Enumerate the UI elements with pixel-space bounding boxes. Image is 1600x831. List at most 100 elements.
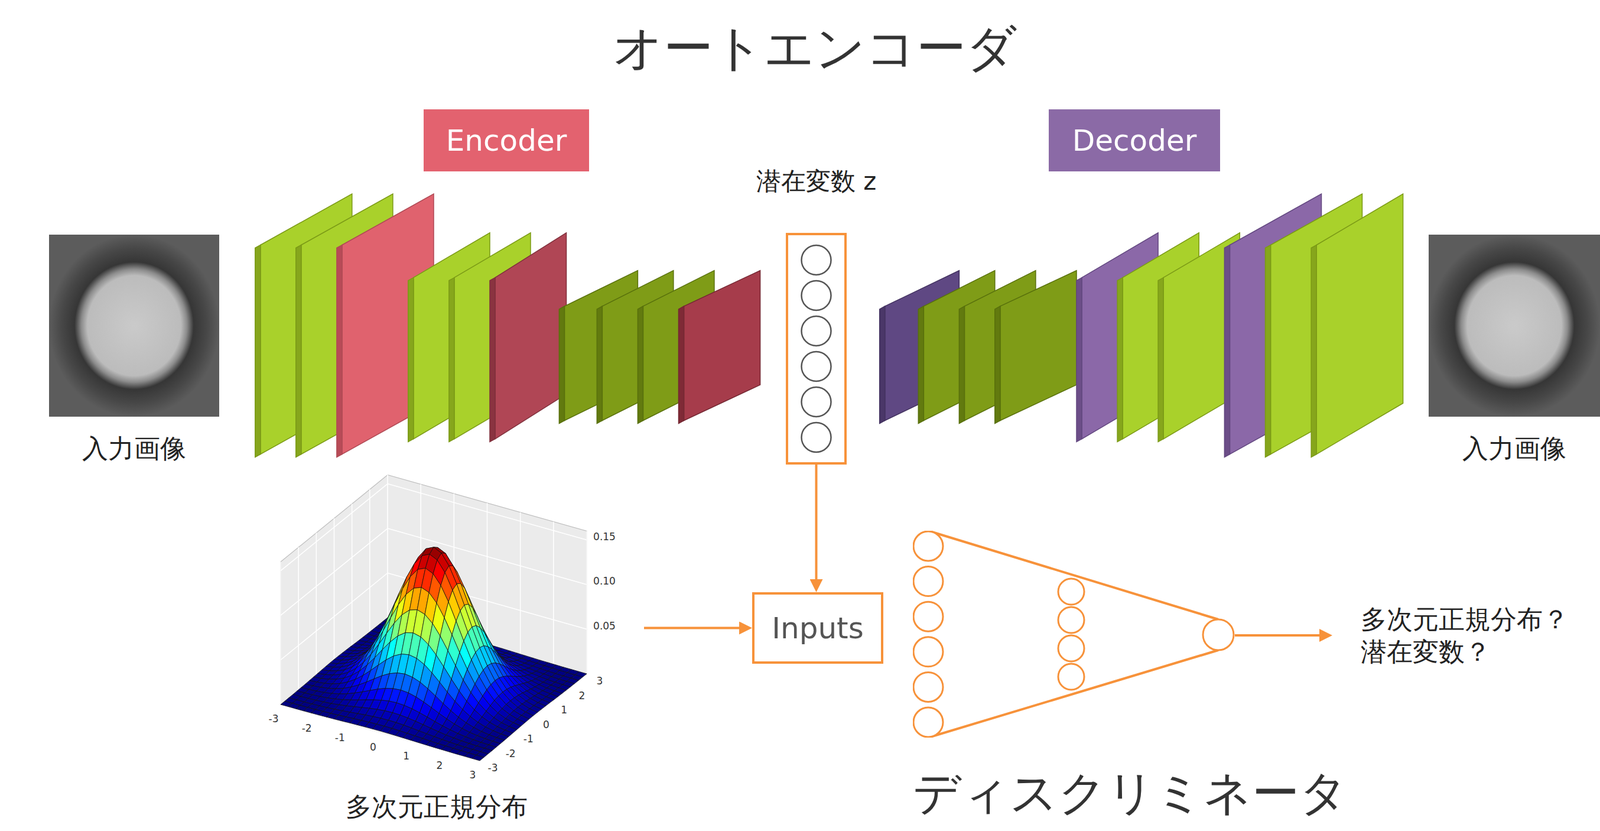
image-picture [1428, 234, 1600, 417]
output-question: 多次元正規分布？ 潜在変数？ [1332, 599, 1586, 671]
layer-edge [296, 245, 302, 458]
question-text: 多次元正規分布？ 潜在変数？ [1360, 602, 1586, 668]
axis-tick: -3 [488, 762, 499, 773]
plot-grid [297, 547, 299, 691]
axis-tick: -1 [335, 732, 346, 743]
layer-edge [408, 277, 414, 442]
image-pixels [1428, 234, 1600, 417]
layer-edge [994, 306, 1001, 424]
image-caption: 入力画像 [1462, 433, 1567, 465]
layer-edge [255, 245, 261, 458]
plot-grid [369, 489, 371, 633]
latent-unit [801, 387, 832, 417]
axis-tick: 1 [402, 750, 410, 762]
inputs-label: Inputs [771, 610, 864, 646]
axis-tick: 0.05 [593, 620, 616, 631]
neuron [913, 601, 943, 632]
layer-edge [1265, 245, 1271, 458]
axis-tick: 0 [369, 741, 377, 752]
axis-tick: 2 [578, 690, 585, 701]
layer-edge [637, 306, 643, 424]
layer-edge [596, 306, 603, 424]
output-image: 入力画像 [1428, 234, 1600, 417]
neuron [1058, 606, 1085, 633]
axis-tick: 0.10 [593, 576, 616, 587]
plot-grid [586, 530, 588, 674]
gaussian-plot: 多次元正規分布 [259, 474, 645, 782]
neuron [913, 636, 943, 667]
plot-pane [280, 475, 388, 705]
neuron [913, 707, 943, 737]
discriminator-net: ディスクリミネータ [912, 530, 1235, 738]
input-image: 入力画像 [49, 234, 220, 417]
plot-grid [387, 474, 389, 618]
layer-slab [1311, 193, 1403, 457]
plot-grid [479, 673, 587, 761]
flow-arrow [1234, 633, 1328, 637]
plot-grid [280, 573, 388, 660]
neuron [1058, 635, 1085, 662]
latent-outline [785, 232, 847, 465]
layer-edge [336, 245, 343, 458]
neuron [1202, 619, 1234, 650]
layer-face [684, 270, 761, 421]
plot-grid [519, 512, 522, 656]
layer-edge [1224, 245, 1230, 458]
plot-grid [280, 561, 282, 705]
plot-grid [387, 483, 587, 541]
discriminator-edge [928, 530, 1219, 620]
layer-slab [994, 270, 1077, 424]
flow-arrow [644, 626, 748, 630]
discriminator-outline [912, 530, 1235, 738]
decoder-label: Decoder [1072, 122, 1197, 159]
axis-tick: 2 [436, 760, 443, 771]
discriminator-label: ディスクリミネータ [912, 766, 1348, 819]
surface-facet [472, 755, 484, 761]
plot-grid [333, 518, 336, 662]
axis-tick: -2 [505, 748, 516, 759]
latent-unit [801, 316, 832, 346]
axis-tick: 3 [596, 675, 604, 686]
diagram-title: オートエンコーダ [612, 20, 1017, 76]
layer-edge [1311, 245, 1317, 458]
layer-edge [678, 306, 685, 424]
layer-edge [1076, 277, 1082, 442]
flow-arrow [815, 464, 818, 588]
neuron [913, 531, 943, 561]
layer-edge [1117, 277, 1123, 442]
axis-tick: 3 [469, 769, 477, 780]
latent-label: 潜在変数 z [756, 166, 877, 197]
latent-unit [801, 245, 832, 275]
plot-pane [387, 475, 587, 675]
layer-edge [449, 277, 455, 442]
layer-edge [958, 306, 965, 424]
image-picture [49, 234, 220, 417]
axis-tick: 0.15 [593, 531, 616, 542]
axis-tick: 1 [560, 704, 568, 715]
neuron [913, 671, 943, 702]
layer-face [1316, 193, 1403, 454]
plot-grid [313, 626, 421, 714]
layer-edge [1158, 277, 1164, 442]
plot-grid [351, 503, 353, 647]
axis-tick: -1 [523, 733, 534, 744]
discriminator-edge [928, 649, 1219, 738]
layer-slab [489, 232, 567, 442]
plot-caption: 多次元正規分布 [345, 792, 528, 821]
image-caption: 入力画像 [82, 433, 187, 465]
plot-grid [280, 528, 388, 616]
axis-tick: -2 [301, 722, 312, 733]
latent-vector: 潜在変数 z [785, 232, 847, 465]
axis-tick: -3 [268, 713, 279, 724]
plot-grid [387, 474, 389, 618]
layer-face [1000, 270, 1077, 421]
encoder-label: Encoder [446, 122, 567, 159]
plot-grid [280, 483, 388, 571]
encoder-tag: Encoder [423, 109, 590, 172]
latent-unit [801, 422, 832, 452]
axis-tick: 0 [542, 719, 550, 730]
layer-edge [558, 306, 565, 424]
layer-edge [489, 277, 496, 442]
layer-face [495, 232, 567, 439]
